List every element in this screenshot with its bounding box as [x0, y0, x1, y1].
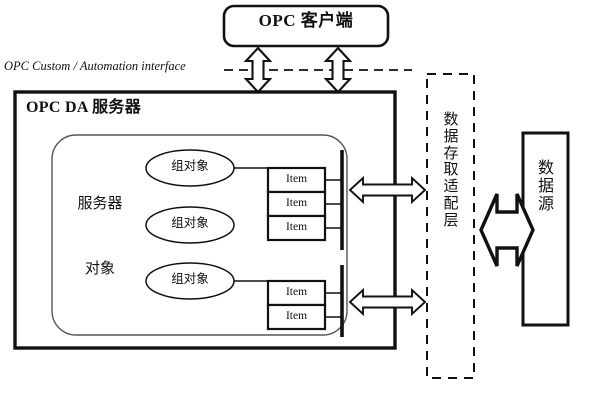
- client-to-server-arrow-left: [243, 46, 273, 94]
- group3-to-adapter-arrow: [348, 287, 427, 317]
- datasource-char-0: 数: [537, 160, 554, 177]
- data-adapter-layer-label: 数 据 存 取 适 配 层: [434, 112, 468, 230]
- adapter-char-4: 适: [443, 179, 459, 196]
- data-source-label: 数 据 源: [531, 160, 561, 214]
- datasource-char-1: 据: [537, 177, 554, 195]
- server-object-label-line2: 对象: [84, 260, 115, 277]
- adapter-char-2: 存: [443, 145, 459, 162]
- group-object-label-2: 组对象: [171, 272, 209, 286]
- page-title: OPC DA 服务器: [26, 99, 141, 116]
- server-object-label-line1: 服务器: [77, 195, 123, 212]
- group-object-label-0: 组对象: [171, 159, 209, 173]
- data-adapter-layer-box: [426, 73, 475, 379]
- server-object-label: 服务器 对象: [58, 150, 142, 324]
- item-box-2-1: [266, 303, 327, 331]
- group-object-ellipse-1: [145, 206, 235, 244]
- item-label-0-0: Item: [285, 173, 308, 185]
- adapter-char-0: 数: [443, 112, 459, 128]
- opc-client-label: OPC 客户端: [258, 11, 354, 30]
- adapter-to-datasource-arrow: [479, 193, 535, 267]
- adapter-char-3: 取: [443, 162, 459, 179]
- datasource-char-2: 源: [537, 195, 554, 213]
- adapter-char-6: 层: [443, 212, 459, 229]
- item-label-0-1: Item: [285, 197, 308, 209]
- interface-caption: OPC Custom / Automation interface: [4, 59, 186, 73]
- group-object-label-1: 组对象: [171, 216, 209, 230]
- item-box-2-0: [266, 279, 327, 307]
- adapter-char-5: 配: [443, 195, 459, 212]
- opc-client-box: [222, 4, 390, 48]
- item-label-0-2: Item: [285, 221, 308, 233]
- group1-to-adapter-arrow: [348, 175, 427, 205]
- adapter-char-1: 据: [443, 128, 459, 145]
- item-box-0-0: [266, 166, 327, 194]
- item-box-0-2: [266, 214, 327, 242]
- item-label-2-0: Item: [285, 286, 308, 298]
- item-label-2-1: Item: [285, 310, 308, 322]
